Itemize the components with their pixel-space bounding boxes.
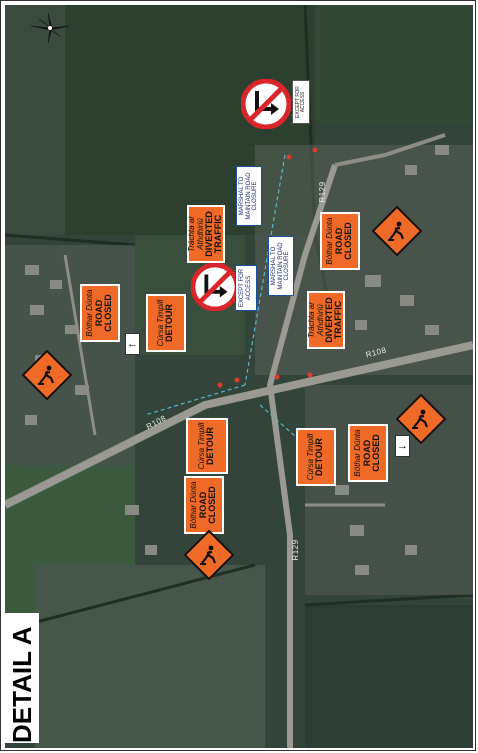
marshal-line1: MARSHAL TO <box>271 246 278 286</box>
road-closed-line2: CLOSED <box>103 294 114 332</box>
detour-sign-middle: Cúrsa Timpill DETOUR <box>186 418 228 474</box>
compass-rose-icon <box>30 12 70 44</box>
road-label-r129-bottom: R129 <box>290 539 300 561</box>
except-access-small-line2: ACCESS <box>300 91 306 113</box>
detour-sign-bottom-right: Cúrsa Timpill DETOUR <box>296 428 336 486</box>
roadworks-sign-bottom-left <box>183 529 235 581</box>
diverted-irish: Tráchta ar Athdhiriú <box>307 302 325 338</box>
road-closed-line2: CLOSED <box>371 434 382 472</box>
marshal-sign-lower: MARSHAL TO MAINTAIN ROAD CLOSURE <box>268 236 294 296</box>
diverted-traffic-sign-lower: Tráchta ar Athdhiriú DIVERTED TRAFFIC <box>307 291 345 349</box>
detail-title: DETAIL A <box>6 626 37 743</box>
detour-english: DETOUR <box>314 438 325 476</box>
except-access-line2: ACCESS <box>246 275 252 301</box>
road-closed-sign-bottom-left: Bóthar Dúnta ROAD CLOSED <box>184 476 224 534</box>
aerial-background <box>5 5 473 748</box>
road-closed-line2: CLOSED <box>207 486 218 524</box>
marshal-line3: CLOSURE <box>284 251 291 281</box>
road-closed-sign-top-left: Bóthar Dúnta ROAD CLOSED <box>80 284 120 342</box>
roadworks-sign-top-right <box>371 205 423 257</box>
no-right-turn-icon <box>191 263 239 311</box>
roadworks-sign-bottom-right <box>395 393 447 445</box>
road-label-r129-top: R129 <box>317 181 327 203</box>
diverted-line2: TRAFFIC <box>333 300 344 340</box>
except-access-small-sign: EXCEPT FOR ACCESS <box>292 80 310 124</box>
roadworks-man-icon <box>38 365 55 385</box>
roadworks-man-icon <box>200 545 217 565</box>
marshal-line2: MAINTAIN ROAD <box>245 172 252 220</box>
detour-english: DETOUR <box>205 427 216 465</box>
diverted-irish: Tráchta ar Athdhiriú <box>187 216 205 252</box>
diverted-line2: TRAFFIC <box>213 214 224 254</box>
roadworks-sign-left <box>21 349 73 401</box>
marshal-line2: MAINTAIN ROAD <box>277 242 284 290</box>
roadworks-man-icon <box>388 221 405 241</box>
detour-english: DETOUR <box>164 304 175 342</box>
aerial-map: R108 R108 R129 R129 EXCEPT FOR ACCESS <box>5 5 473 748</box>
roadworks-man-icon <box>412 409 429 429</box>
road-closed-line2: CLOSED <box>343 222 354 260</box>
no-right-turn-icon <box>241 79 291 129</box>
detour-sign-top: Cúrsa Timpill DETOUR <box>146 294 186 352</box>
marshal-line3: CLOSURE <box>252 181 259 211</box>
arrow-right-icon: → <box>395 435 410 457</box>
marshal-sign-upper: MARSHAL TO MAINTAIN ROAD CLOSURE <box>236 166 262 226</box>
arrow-left-icon: ← <box>125 333 140 355</box>
road-closed-sign-top-right: Bóthar Dúnta ROAD CLOSED <box>320 212 360 270</box>
diverted-traffic-sign-upper: Tráchta ar Athdhiriú DIVERTED TRAFFIC <box>187 205 225 263</box>
except-access-line1: EXCEPT FOR <box>239 268 246 308</box>
except-access-sign: EXCEPT FOR ACCESS <box>235 265 257 311</box>
detail-title-box: DETAIL A <box>5 613 39 743</box>
marshal-line1: MARSHAL TO <box>239 176 246 216</box>
road-closed-sign-bottom-right: Bóthar Dúnta ROAD CLOSED <box>348 424 388 482</box>
